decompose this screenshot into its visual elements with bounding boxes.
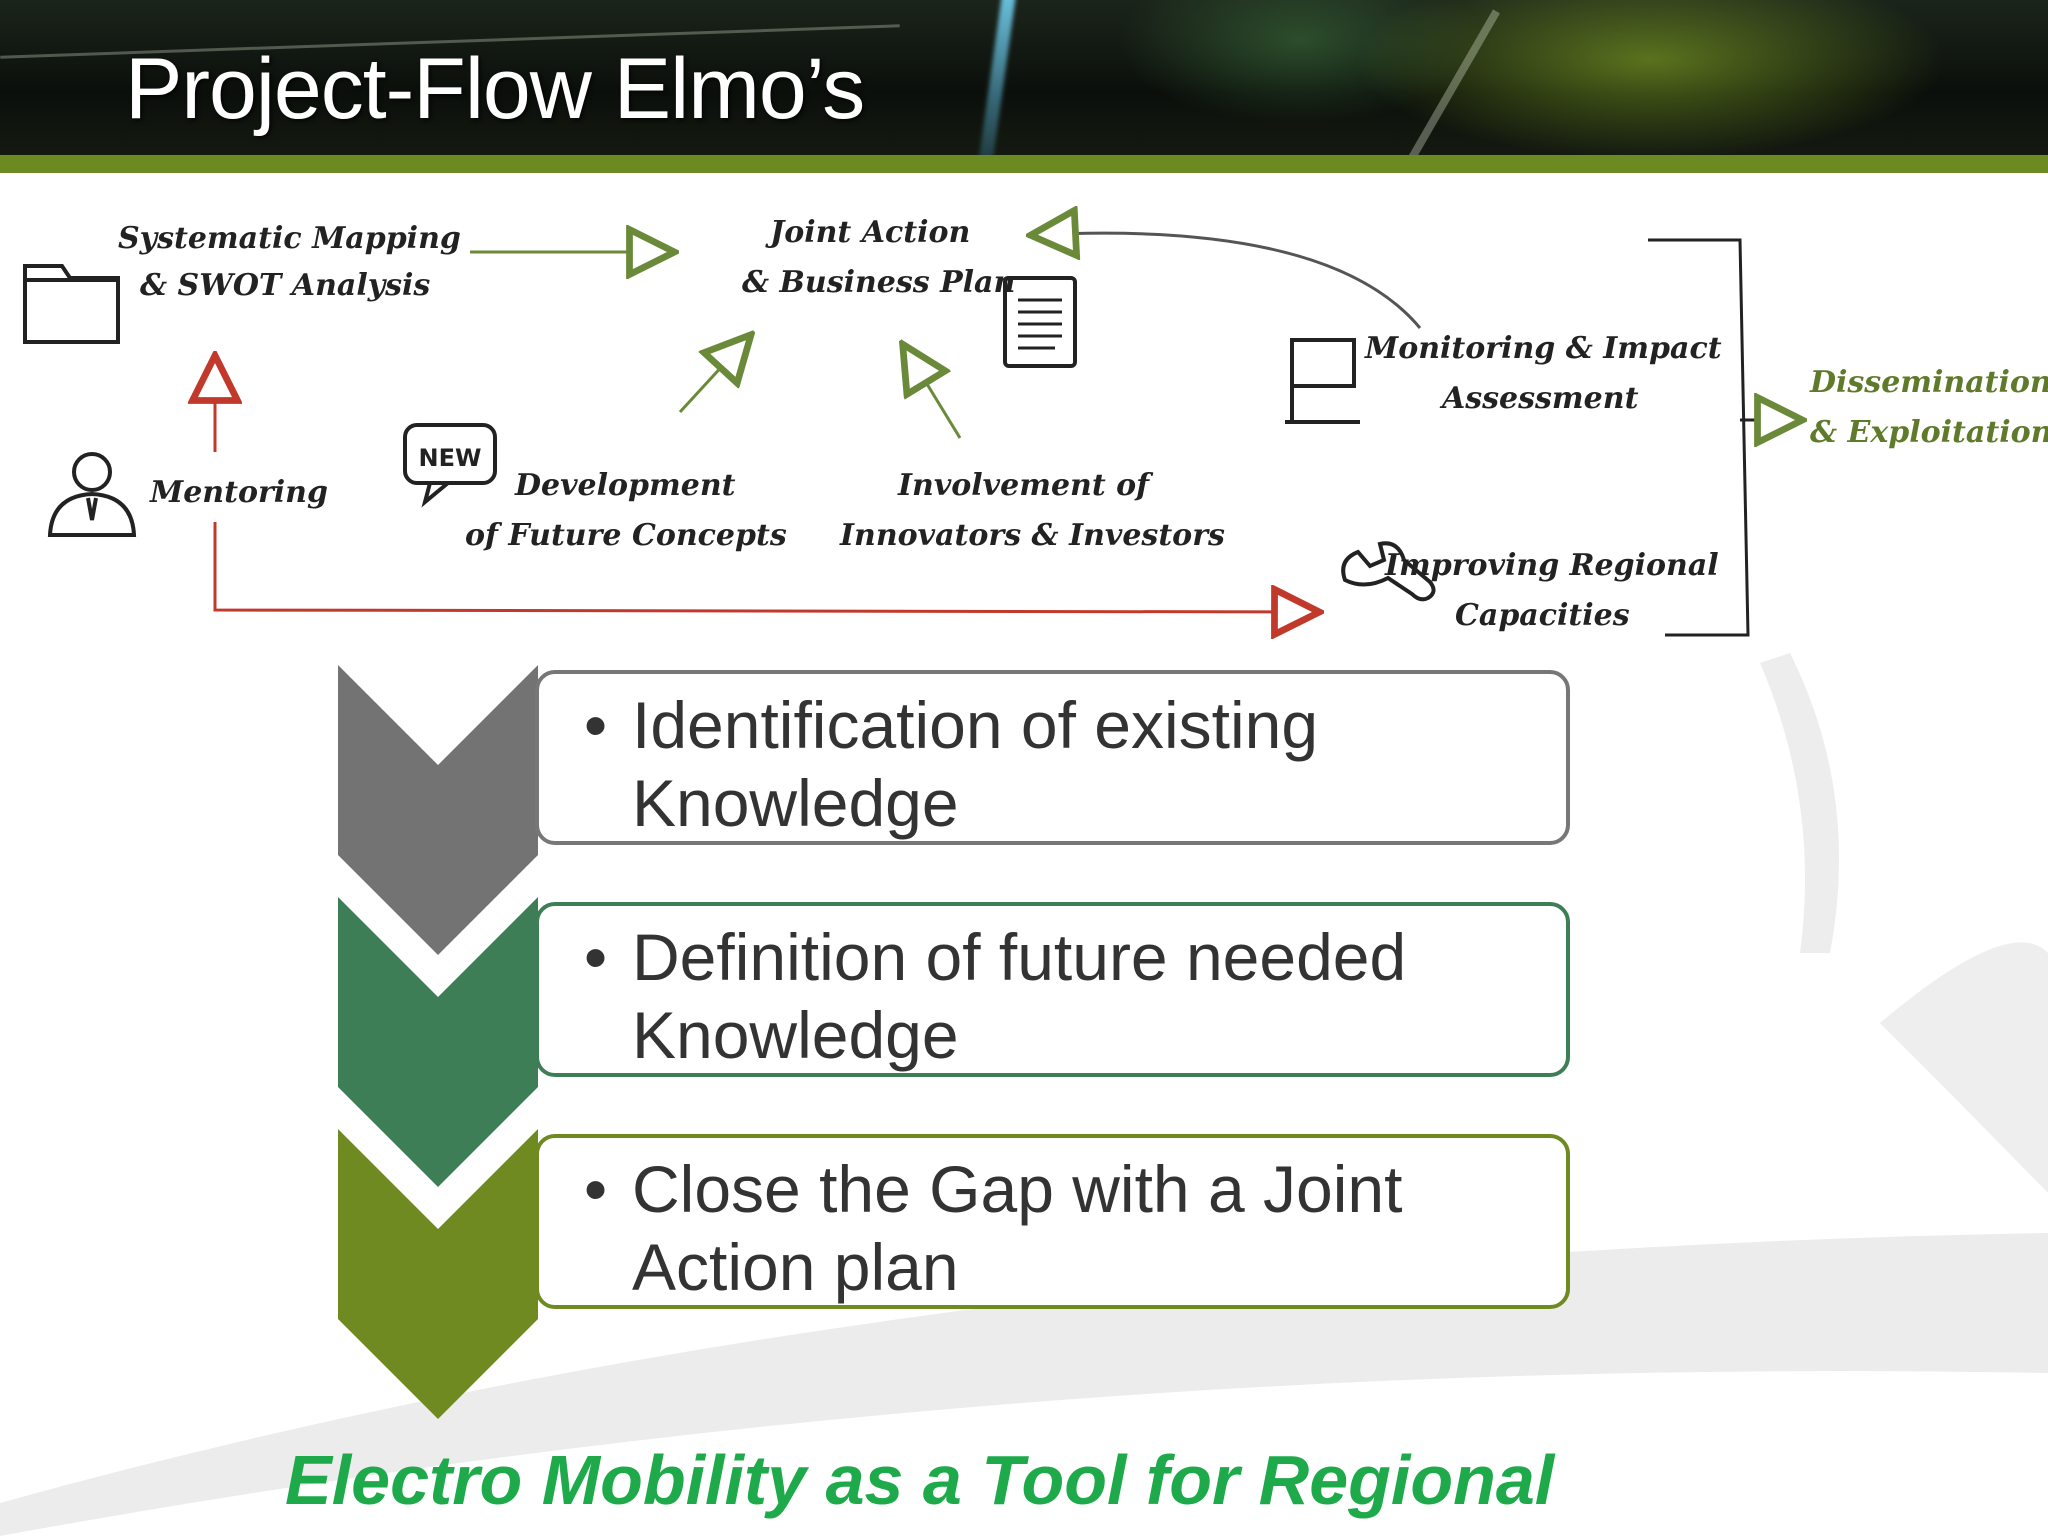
- chevron-step-1: [338, 665, 538, 955]
- label-business-plan: & Business Plan: [742, 265, 1015, 300]
- light-streak: [976, 0, 1018, 155]
- wrench-icon: [1341, 541, 1436, 602]
- chevron-shape: [338, 897, 538, 1187]
- step-label: Definition of future needed Knowledge: [632, 920, 1407, 1072]
- step-text-1: • Identification of existing Knowledge: [584, 686, 1582, 842]
- chevron-shape: [338, 665, 538, 955]
- folder-icon: [23, 264, 120, 344]
- chevron-step-2: [338, 897, 538, 1187]
- person-icon: [47, 452, 137, 537]
- label-swot-analysis: & SWOT Analysis: [140, 268, 430, 303]
- label-development: Development: [514, 468, 736, 503]
- label-mentoring: Mentoring: [149, 475, 328, 510]
- light-streak: [1408, 9, 1500, 155]
- label-exploitation: & Exploitation: [1810, 415, 2048, 450]
- step-text-2: • Definition of future needed Knowledge: [584, 918, 1582, 1074]
- flow-arrows: [215, 233, 1798, 635]
- label-dissemination: Dissemination: [1809, 365, 2048, 400]
- footer-tagline: Electro Mobility as a Tool for Regional: [285, 1441, 1555, 1519]
- label-future-concepts: of Future Concepts: [465, 518, 787, 553]
- chevron-shape: [338, 1129, 538, 1419]
- step-label: Identification of existing Knowledge: [632, 688, 1319, 840]
- step-label: Close the Gap with a Joint Action plan: [632, 1152, 1403, 1304]
- speech-bubble-icon: NEW: [403, 423, 497, 508]
- label-capacities: Capacities: [1455, 598, 1630, 633]
- bullet: •: [584, 920, 608, 994]
- label-improving-regional: Improving Regional: [1384, 548, 1719, 583]
- document-icon: [1003, 276, 1077, 368]
- title-banner: Project-Flow Elmo’s: [0, 0, 2048, 155]
- label-involvement: Involvement of: [897, 468, 1154, 503]
- label-joint-action: Joint Action: [765, 215, 970, 250]
- accent-bar: [0, 155, 2048, 173]
- bullet: •: [584, 1152, 608, 1226]
- monitor-icon: [1285, 338, 1360, 424]
- step-text-3: • Close the Gap with a Joint Action plan: [584, 1150, 1582, 1306]
- flow-diagram: NEW Systematic Mapping & SWOT Analysis J…: [23, 180, 2048, 660]
- new-badge-text: NEW: [419, 444, 482, 472]
- label-assessment: Assessment: [1439, 381, 1639, 416]
- label-systematic-mapping: Systematic Mapping: [118, 221, 461, 256]
- bullet: •: [584, 688, 608, 762]
- chevron-step-3: [338, 1129, 538, 1419]
- label-monitoring: Monitoring & Impact: [1364, 331, 1722, 366]
- label-innovators-investors: Innovators & Investors: [839, 518, 1225, 553]
- step-box-1: • Identification of existing Knowledge: [535, 670, 1570, 845]
- step-box-2: • Definition of future needed Knowledge: [535, 902, 1570, 1077]
- page-title: Project-Flow Elmo’s: [125, 41, 865, 137]
- step-box-3: • Close the Gap with a Joint Action plan: [535, 1134, 1570, 1309]
